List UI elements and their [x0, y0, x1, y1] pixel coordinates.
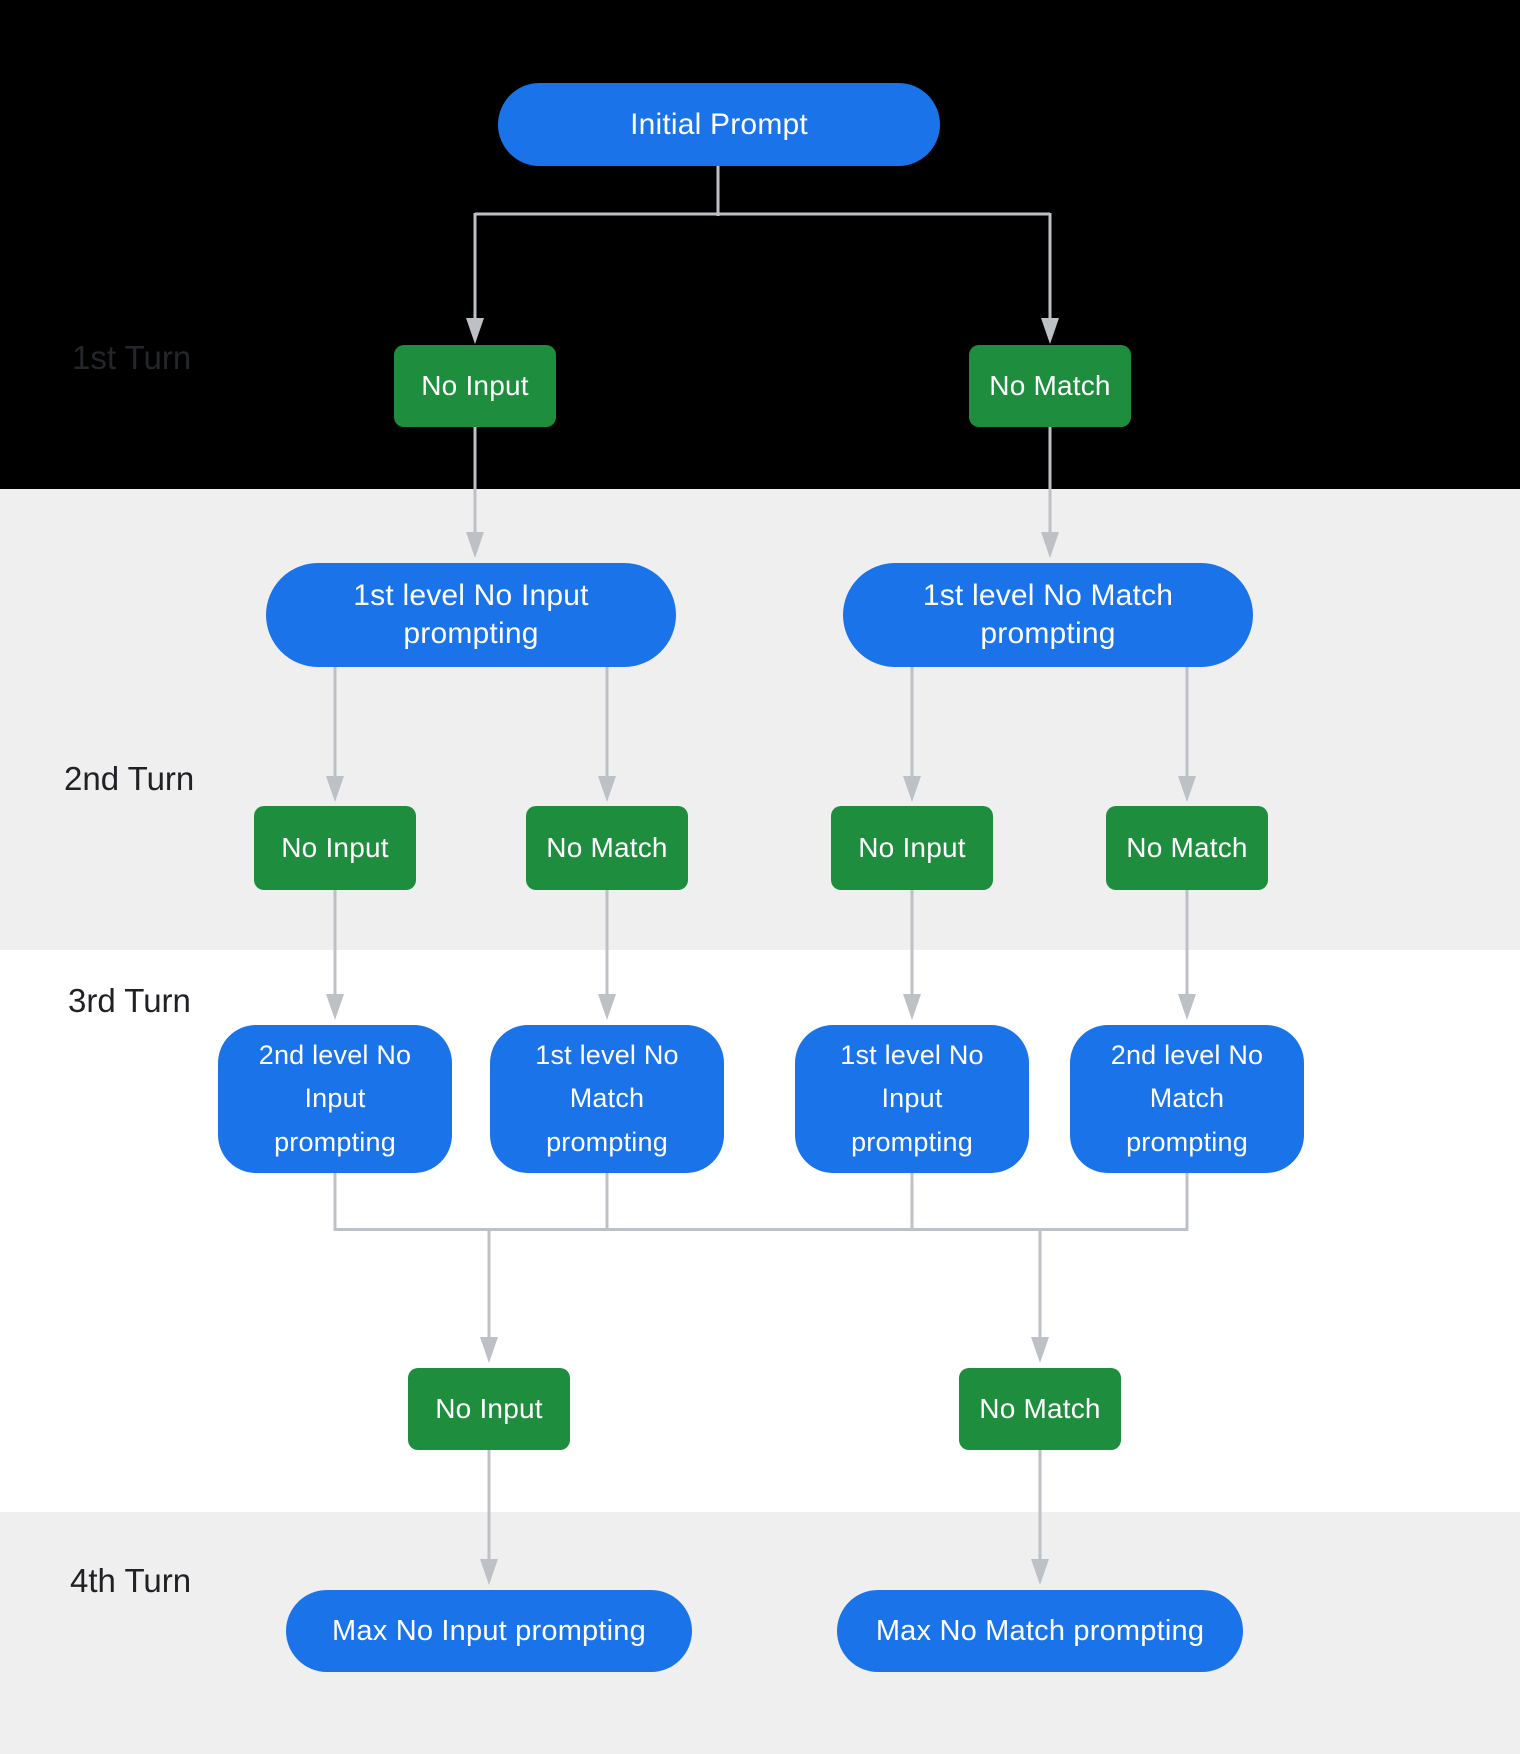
arrowhead — [326, 994, 344, 1020]
node-max-no-input-prompting: Max No Input prompting — [286, 1590, 692, 1672]
arrowhead — [598, 994, 616, 1020]
node-label: Initial Prompt — [630, 107, 808, 141]
node-turn1-no-input: No Input — [394, 345, 556, 427]
turn-label-2nd: 2nd Turn — [64, 760, 195, 797]
node-label: 1st level No Match prompting — [922, 578, 1174, 650]
node-turn2-no-input-left: No Input — [254, 806, 416, 890]
node-1st-level-no-match-prompting: 1st level No Match prompting — [843, 563, 1253, 667]
node-turn2-no-match-right: No Match — [1106, 806, 1268, 890]
node-max-no-match-prompting: Max No Match prompting — [837, 1590, 1243, 1672]
node-label: No Input — [281, 832, 389, 863]
node-label: 1st level No Input prompting — [840, 1040, 984, 1157]
node-1st-level-no-match-prompting-2: 1st level No Match prompting — [490, 1025, 724, 1173]
arrowhead — [598, 776, 616, 802]
arrowhead — [480, 1337, 498, 1363]
node-turn4-no-input: No Input — [408, 1368, 570, 1450]
arrowhead — [1041, 318, 1059, 344]
node-turn4-no-match: No Match — [959, 1368, 1121, 1450]
node-label: No Match — [989, 370, 1111, 401]
node-label: No Input — [858, 832, 966, 863]
node-label: 1st level No Input prompting — [353, 578, 589, 650]
arrowhead — [903, 994, 921, 1020]
node-label: 2nd level No Match prompting — [1110, 1040, 1264, 1157]
arrowhead — [1031, 1337, 1049, 1363]
node-label: 2nd level No Input prompting — [258, 1040, 412, 1157]
arrowhead — [1178, 776, 1196, 802]
band-turn1-black — [0, 0, 1520, 489]
turn-label-1st: 1st Turn — [72, 339, 192, 376]
node-label: Max No Input prompting — [332, 1614, 646, 1647]
arrowhead — [466, 532, 484, 558]
node-turn2-no-match-left: No Match — [526, 806, 688, 890]
turn-label-4th: 4th Turn — [70, 1562, 192, 1599]
arrowhead — [1041, 532, 1059, 558]
node-label: No Match — [1126, 832, 1248, 863]
node-turn1-no-match: No Match — [969, 345, 1131, 427]
node-label: 1st level No Match prompting — [535, 1040, 679, 1157]
node-initial-prompt: Initial Prompt — [498, 83, 940, 166]
arrowhead — [903, 776, 921, 802]
node-label: No Match — [546, 832, 668, 863]
arrowhead — [326, 776, 344, 802]
arrowhead — [466, 318, 484, 344]
node-label: No Input — [421, 370, 529, 401]
node-2nd-level-no-input-prompting: 2nd level No Input prompting — [218, 1025, 452, 1173]
node-label: No Input — [435, 1393, 543, 1424]
node-1st-level-no-input-prompting-2: 1st level No Input prompting — [795, 1025, 1029, 1173]
node-1st-level-no-input-prompting: 1st level No Input prompting — [266, 563, 676, 667]
node-label: No Match — [979, 1393, 1101, 1424]
node-2nd-level-no-match-prompting: 2nd level No Match prompting — [1070, 1025, 1304, 1173]
node-turn2-no-input-right: No Input — [831, 806, 993, 890]
arrowhead — [480, 1559, 498, 1585]
node-label: Max No Match prompting — [875, 1614, 1205, 1647]
arrowhead — [1031, 1559, 1049, 1585]
band-turn4-gray — [0, 1512, 1520, 1754]
turn-label-3rd: 3rd Turn — [68, 982, 191, 1019]
arrowhead — [1178, 994, 1196, 1020]
